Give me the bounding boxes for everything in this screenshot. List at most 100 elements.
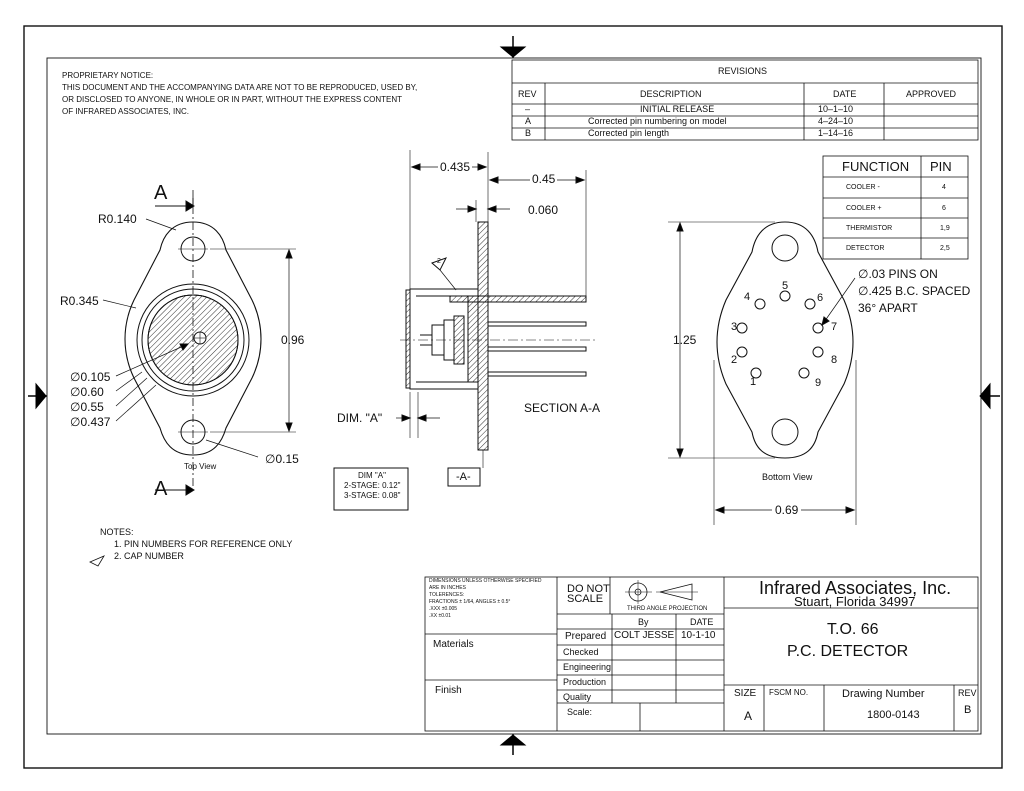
dim-a-box: DIM "A" 2-STAGE: 0.12" 3-STAGE: 0.08" bbox=[344, 471, 401, 501]
dim-d-55: ∅0.55 bbox=[70, 400, 104, 414]
rev-row-rev: – bbox=[525, 104, 531, 114]
proprietary-notice: PROPRIETARY NOTICE: THIS DOCUMENT AND TH… bbox=[62, 70, 417, 118]
tolerance-line: TOLERENCES: bbox=[429, 592, 465, 598]
section-mark-bottom: A bbox=[154, 478, 168, 500]
outer-border bbox=[23, 25, 1003, 769]
dim-height-96: 0.96 bbox=[281, 333, 305, 347]
tolerance-line: DIMENSIONS UNLESS OTHERWISE SPECIFIED bbox=[429, 578, 542, 584]
function-header: FUNCTION bbox=[842, 159, 910, 174]
rev-row-rev: A bbox=[525, 116, 532, 126]
dim-r-outer: R0.140 bbox=[98, 212, 137, 226]
proprietary-notice-title: PROPRIETARY NOTICE: bbox=[62, 71, 154, 80]
rev-row-date: 1–14–16 bbox=[818, 128, 854, 138]
datum-label: -A- bbox=[456, 471, 471, 483]
pin-number-7: 7 bbox=[831, 321, 838, 333]
rev-row-date: 10–1–10 bbox=[818, 104, 854, 114]
notes-title: NOTES: bbox=[100, 527, 134, 537]
rev-header-description: DESCRIPTION bbox=[640, 89, 702, 99]
section-view-drawing bbox=[333, 150, 596, 511]
projection-symbol bbox=[625, 580, 698, 604]
signoff-label: Engineering bbox=[563, 662, 612, 672]
rev-header-date: DATE bbox=[833, 89, 857, 99]
proprietary-notice-line: OR DISCLOSED TO ANYONE, IN WHOLE OR IN P… bbox=[62, 95, 403, 104]
dim-d-60: ∅0.60 bbox=[70, 385, 104, 399]
pin-note: ∅.03 PINS ON ∅.425 B.C. SPACED 36° APART bbox=[858, 266, 970, 317]
rev-header-rev: REV bbox=[518, 89, 537, 99]
section-mark-top: A bbox=[154, 182, 168, 204]
col-by-label: By bbox=[638, 617, 649, 627]
rev-header-approved: APPROVED bbox=[906, 89, 957, 99]
dim-0-435: 0.435 bbox=[438, 160, 473, 174]
callout-number: 2 bbox=[437, 258, 441, 265]
dim-d-105: ∅0.105 bbox=[70, 370, 111, 384]
top-view-drawing bbox=[102, 190, 296, 496]
section-title: SECTION A-A bbox=[524, 401, 601, 415]
dim-0-45: 0.45 bbox=[530, 172, 558, 186]
rev-row-rev: B bbox=[525, 128, 532, 138]
signoff-by: COLT JESSE bbox=[614, 630, 675, 641]
pin-note-line: 36° APART bbox=[858, 301, 918, 315]
revisions-table-lines bbox=[511, 59, 979, 141]
rev-row-desc: Corrected pin length bbox=[588, 128, 670, 138]
function-row-label: COOLER + bbox=[846, 205, 882, 212]
signoff-label: Checked bbox=[563, 647, 599, 657]
pin-number-6: 6 bbox=[817, 292, 824, 304]
materials-label: Materials bbox=[433, 639, 474, 650]
fscm-label: FSCM NO. bbox=[769, 688, 809, 697]
bottom-view-caption: Bottom View bbox=[762, 472, 813, 482]
function-row-pin: 2,5 bbox=[940, 245, 950, 252]
note-item: 1. PIN NUMBERS FOR REFERENCE ONLY bbox=[114, 539, 293, 549]
do-not-scale-line: SCALE bbox=[567, 593, 604, 605]
signoff-label: Quality bbox=[563, 692, 592, 702]
dim-a-label: DIM. "A" bbox=[337, 411, 383, 425]
function-row-label: COOLER - bbox=[846, 184, 880, 191]
dim-d-437: ∅0.437 bbox=[70, 415, 111, 429]
tolerance-line: ARE IN INCHES bbox=[429, 585, 466, 591]
size-label: SIZE bbox=[734, 688, 757, 699]
signoff-date: 10-1-10 bbox=[681, 630, 716, 641]
rev-label: REV bbox=[958, 688, 977, 698]
tolerance-line: .XX ±0.01 bbox=[429, 613, 451, 619]
rev-row-desc: Corrected pin numbering on model bbox=[588, 116, 727, 126]
tolerances-block: DIMENSIONS UNLESS OTHERWISE SPECIFIED AR… bbox=[429, 578, 541, 620]
col-date-label: DATE bbox=[690, 617, 714, 627]
pin-number-4: 4 bbox=[744, 291, 751, 303]
drawing-title-line1: T.O. 66 bbox=[827, 621, 879, 638]
function-row-label: DETECTOR bbox=[846, 245, 885, 252]
rev-value: B bbox=[964, 704, 972, 716]
pin-number-8: 8 bbox=[831, 354, 838, 366]
scale-label: Scale: bbox=[567, 707, 593, 717]
signoff-label: Production bbox=[563, 677, 607, 687]
dim-r-body: R0.345 bbox=[60, 294, 99, 308]
pin-number-1: 1 bbox=[750, 376, 757, 388]
drawing-title-line2: P.C. DETECTOR bbox=[787, 643, 909, 660]
bottom-view-drawing bbox=[668, 221, 857, 525]
title-block-lines bbox=[424, 576, 979, 732]
center-mark-left bbox=[28, 382, 47, 410]
proprietary-notice-line: OF INFRARED ASSOCIATES, INC. bbox=[62, 107, 189, 116]
center-mark-top bbox=[499, 36, 527, 58]
dim-height-125: 1.25 bbox=[673, 333, 697, 347]
do-not-scale-line: DO NOT bbox=[567, 583, 610, 595]
notes: NOTES: 1. PIN NUMBERS FOR REFERENCE ONLY… bbox=[100, 526, 292, 562]
drawing-number: 1800-0143 bbox=[867, 709, 920, 721]
dim-a-box-line: 3-STAGE: 0.08" bbox=[344, 491, 401, 500]
dim-a-box-line: 2-STAGE: 0.12" bbox=[344, 481, 401, 490]
company-address: Stuart, Florida 34997 bbox=[794, 594, 916, 609]
rev-row-date: 4–24–10 bbox=[818, 116, 854, 126]
top-view-caption: Top View bbox=[184, 462, 217, 471]
revisions-title: REVISIONS bbox=[718, 66, 768, 76]
dim-0-060: 0.060 bbox=[528, 203, 559, 217]
projection-label: THIRD ANGLE PROJECTION bbox=[627, 606, 708, 612]
center-mark-bottom bbox=[499, 734, 527, 755]
note-item: 2. CAP NUMBER bbox=[114, 551, 184, 561]
pin-number-9: 9 bbox=[815, 377, 822, 389]
note-triangle bbox=[89, 555, 105, 567]
pin-number-5: 5 bbox=[782, 280, 789, 292]
pin-number-3: 3 bbox=[731, 321, 738, 333]
pin-header: PIN bbox=[930, 159, 952, 174]
dim-d-15: ∅0.15 bbox=[265, 452, 299, 466]
function-table-lines bbox=[822, 155, 969, 260]
proprietary-notice-line: THIS DOCUMENT AND THE ACCOMPANYING DATA … bbox=[62, 83, 418, 92]
